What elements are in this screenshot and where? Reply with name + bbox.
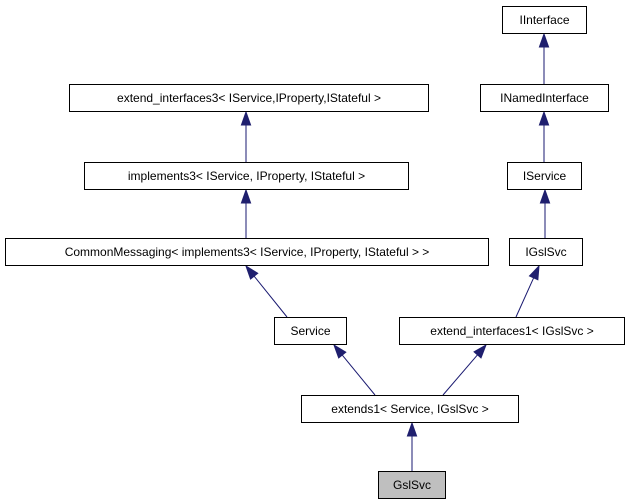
- edge-line: [442, 354, 478, 396]
- class-node-commonmessaging[interactable]: CommonMessaging< implements3< IService, …: [5, 238, 489, 266]
- edge-line: [341, 354, 376, 396]
- class-node-iservice[interactable]: IService: [507, 162, 582, 190]
- inheritance-edge: [539, 188, 551, 238]
- class-node-label: IService: [522, 169, 567, 183]
- inheritance-edge: [333, 343, 376, 396]
- edge-arrowhead-icon: [240, 110, 252, 126]
- class-node-gslsvc[interactable]: GslSvc: [378, 471, 446, 499]
- edge-arrowhead-icon: [538, 32, 550, 48]
- class-node-implements3[interactable]: implements3< IService, IProperty, IState…: [84, 162, 409, 190]
- class-node-igslsvc[interactable]: IGslSvc: [509, 238, 583, 266]
- inheritance-edge: [515, 264, 540, 318]
- edge-arrowhead-icon: [538, 110, 550, 126]
- edge-arrowhead-icon: [528, 264, 540, 281]
- inheritance-edge: [538, 32, 550, 84]
- class-node-iinterface[interactable]: IInterface: [502, 6, 587, 34]
- class-node-label: Service: [290, 324, 331, 338]
- edge-arrowhead-icon: [240, 188, 252, 204]
- inheritance-edge: [538, 110, 550, 162]
- class-node-extend_interfaces3[interactable]: extend_interfaces3< IService,IProperty,I…: [69, 84, 429, 112]
- edge-arrowhead-icon: [245, 264, 259, 280]
- inheritance-edge: [240, 110, 252, 162]
- class-node-label: IInterface: [519, 13, 570, 27]
- edge-line: [253, 275, 288, 318]
- class-node-label: INamedInterface: [500, 91, 589, 105]
- inheritance-edge: [245, 264, 288, 318]
- class-node-label: IGslSvc: [525, 245, 567, 259]
- class-node-label: CommonMessaging< implements3< IService, …: [64, 245, 430, 259]
- class-node-extends1[interactable]: extends1< Service, IGslSvc >: [301, 395, 519, 423]
- class-node-extend_interfaces1[interactable]: extend_interfaces1< IGslSvc >: [399, 317, 625, 345]
- class-node-label: implements3< IService, IProperty, IState…: [127, 169, 366, 183]
- class-node-label: extend_interfaces1< IGslSvc >: [430, 324, 594, 338]
- inheritance-edge: [406, 421, 418, 471]
- class-node-inamedinterface[interactable]: INamedInterface: [480, 84, 609, 112]
- class-node-label: extend_interfaces3< IService,IProperty,I…: [117, 91, 381, 105]
- edge-line: [515, 277, 535, 318]
- class-node-service[interactable]: Service: [274, 317, 347, 345]
- class-node-label: extends1< Service, IGslSvc >: [331, 402, 489, 416]
- edge-arrowhead-icon: [333, 343, 347, 359]
- edge-arrowhead-icon: [406, 421, 418, 437]
- edge-arrowhead-icon: [473, 343, 487, 359]
- inheritance-edge: [240, 188, 252, 238]
- inheritance-edge: [442, 343, 487, 396]
- edge-arrowhead-icon: [539, 188, 551, 204]
- class-node-label: GslSvc: [392, 478, 431, 492]
